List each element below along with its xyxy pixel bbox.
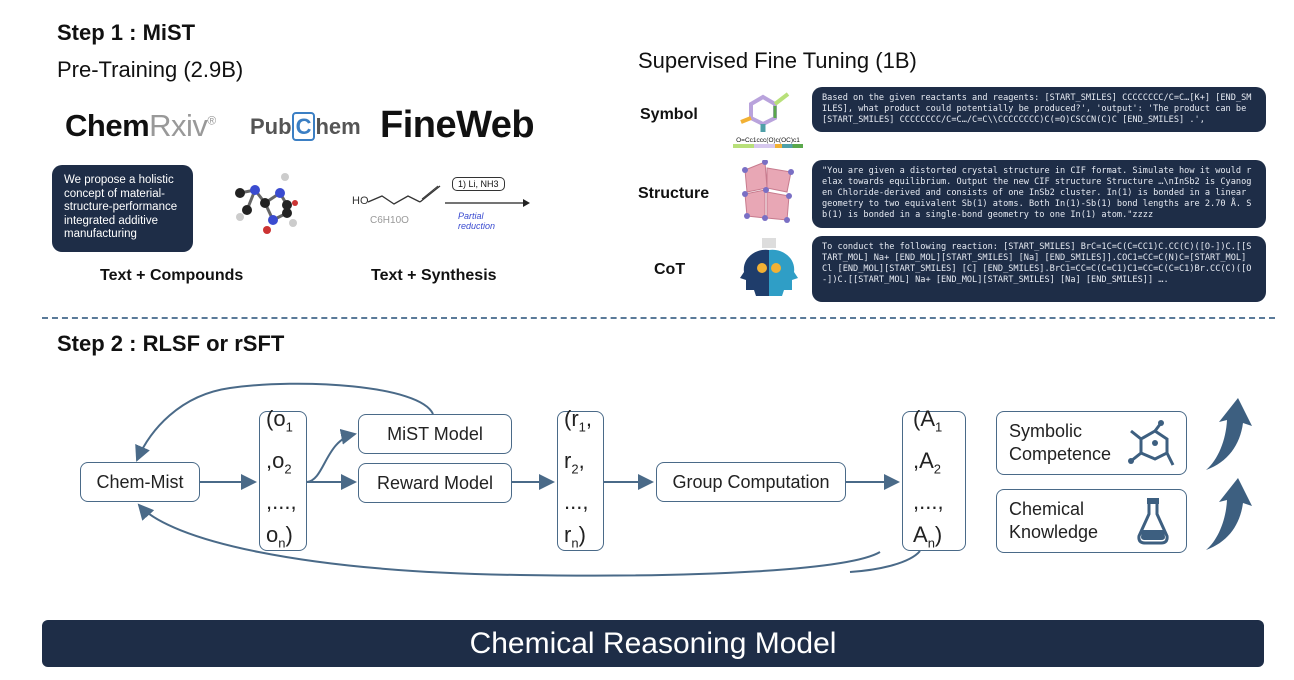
pretrain-text-sample: We propose a holistic concept of materia…: [52, 165, 193, 252]
outputs-vector: (o1 ,o2 ,..., on): [259, 406, 307, 551]
synthesis-formula: C6H10O: [370, 215, 409, 226]
crystal-structure-icon: [742, 160, 794, 223]
sft-title: Supervised Fine Tuning (1B): [638, 48, 917, 73]
molecule-network-icon: [1128, 420, 1175, 466]
step2-title: Step 2 : RLSF or rSFT: [57, 331, 285, 356]
arrow-advantages-feedback: [137, 503, 881, 577]
reaction-arrow-icon: [445, 199, 530, 207]
chemrxiv-logo: ChemRxiv®: [65, 108, 216, 143]
chemical-knowledge-box: Chemical Knowledge: [996, 489, 1187, 553]
synthesis-reagent: 1) Li, NH3: [452, 177, 505, 191]
flask-icon: [1137, 498, 1169, 545]
up-arrow-icon: [1206, 398, 1252, 470]
chemical-reasoning-model-banner: Chemical Reasoning Model: [42, 620, 1264, 667]
sft-label-cot: CoT: [654, 261, 686, 278]
improvement-arrows: [1206, 398, 1252, 550]
text-synthesis-label: Text + Synthesis: [371, 267, 497, 284]
arrow-outputs-to-mist: [306, 428, 357, 483]
advantages-vector: (A1 ,A2 ,..., An): [902, 406, 966, 551]
arrow-mist-feedback: [135, 382, 434, 462]
step1-title: Step 1 : MiST: [57, 20, 196, 45]
sft-sample-structure: "You are given a distorted crystal struc…: [812, 160, 1266, 228]
sft-sample-cot: To conduct the following reaction: [STAR…: [812, 236, 1266, 302]
chem-mist-box: Chem-Mist: [80, 462, 200, 502]
symbolic-competence-box: Symbolic Competence: [996, 411, 1187, 475]
sft-label-structure: Structure: [638, 185, 710, 202]
reward-model-box: Reward Model: [358, 463, 512, 503]
fineweb-logo: FineWeb: [380, 104, 535, 146]
smiles-molecule-icon: O=Cc1ccc(O)c(OC)c1: [733, 82, 803, 148]
synthesis-note: Partial reduction: [458, 211, 496, 231]
synthesis-ho: HO: [352, 195, 369, 207]
rewards-vector: (r1, r2, ..., rn): [557, 406, 604, 551]
reasoning-heads-icon: [740, 238, 798, 296]
sft-sample-symbol: Based on the given reactants and reagent…: [812, 87, 1266, 132]
text-compounds-label: Text + Compounds: [100, 267, 244, 284]
group-computation-box: Group Computation: [656, 462, 846, 502]
alkyne-structure-icon: [368, 185, 441, 205]
section-divider: [42, 317, 1275, 319]
up-arrow-icon: [1206, 478, 1252, 550]
molecule-3d-icon: [235, 173, 298, 234]
pretraining-title: Pre-Training (2.9B): [57, 57, 244, 82]
sft-label-symbol: Symbol: [640, 106, 698, 123]
mist-model-box: MiST Model: [358, 414, 512, 454]
